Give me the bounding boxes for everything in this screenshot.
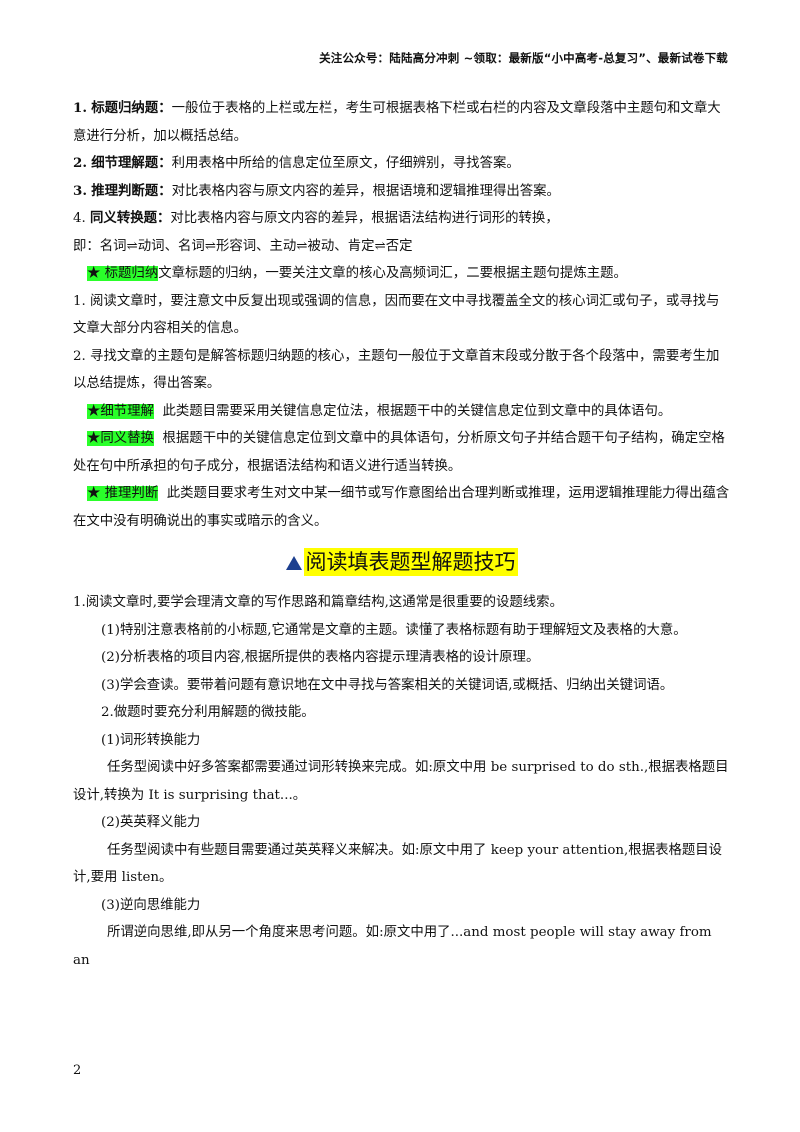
page-header: 关注公众号：陆陆高分冲刺 ~领取：最新版“小中高考-总复习”、最新试卷下载	[319, 51, 728, 65]
item-label: 标题归纳题：	[91, 100, 172, 116]
tip-paragraph: ★同义替换 根据题干中的关键信息定位到文章中的具体语句，分析原文句子并结合题干句…	[73, 431, 725, 474]
section-line: (1)词形转换能力	[101, 732, 201, 748]
section-line: 1.阅读文章时,要学会理清文章的写作思路和篇章结构,这通常是很重要的设题线索。	[73, 595, 563, 610]
document-body: 1. 标题归纳题：一般位于表格的上栏或左栏，考生可根据表格下栏或右栏的内容及文章…	[73, 95, 730, 974]
section-line: 任务型阅读中好多答案都需要通过词形转换来完成。如:原文中用 be surpris…	[73, 760, 729, 803]
tip-paragraph: ★细节理解 此类题目需要采用关键信息定位法，根据题干中的关键信息定位到文章中的具…	[87, 403, 672, 419]
list-item: 1. 标题归纳题：一般位于表格的上栏或左栏，考生可根据表格下栏或右栏的内容及文章…	[73, 100, 721, 144]
item-label: 推理判断题：	[91, 182, 172, 199]
section-heading: 阅读填表题型解题技巧	[73, 545, 730, 583]
section-line: (1)特别注意表格前的小标题,它通常是文章的主题。读懂了表格标题有助于理解短文及…	[101, 622, 687, 638]
section-line: 任务型阅读中有些题目需要通过英英释义来解决。如:原文中用了 keep your …	[73, 842, 723, 886]
triangle-icon	[285, 556, 302, 570]
page-number: 2	[73, 1063, 82, 1078]
item-label: 细节理解题：	[91, 155, 172, 171]
title-point: 2. 寻找文章的主题句是解答标题归纳题的核心，主题句一般位于文章首末段或分散于各…	[73, 348, 720, 392]
section-line: 所谓逆向思维,即从另一个角度来思考问题。如:原文中用了...and most p…	[73, 925, 712, 968]
tip-paragraph: ★ 推理判断 此类题目要求考生对文中某一细节或写作意图给出合理判断或推理，运用逻…	[73, 486, 730, 529]
item-label: 同义转换题：	[90, 210, 171, 226]
section-line: (2)英英释义能力	[101, 815, 201, 830]
list-item: 2. 细节理解题：利用表格中所给的信息定位至原文，仔细辨别，寻找答案。	[73, 155, 520, 171]
section-line: 2.做题时要充分利用解题的微技能。	[101, 705, 315, 720]
section-line: (3)逆向思维能力	[101, 897, 201, 913]
conversion-line: 即：名词⇌动词、名词⇌形容词、主动⇌被动、肯定⇌否定	[73, 238, 413, 254]
tip-paragraph: ★ 标题归纳文章标题的归纳，一要关注文章的核心及高频词汇，二要根据主题句提炼主题…	[87, 266, 627, 281]
list-item: 4. 同义转换题：对比表格内容与原文内容的差异，根据语法结构进行词形的转换，	[73, 210, 559, 226]
tip-tag: ★ 标题归纳	[87, 266, 159, 281]
tip-tag: ★ 推理判断	[87, 486, 159, 501]
section-title: 阅读填表题型解题技巧	[303, 548, 518, 576]
title-point: 1. 阅读文章时，要注意文中反复出现或强调的信息，因而要在文中寻找覆盖全文的核心…	[73, 293, 720, 337]
tip-tag: ★同义替换	[87, 431, 154, 446]
list-item: 3. 推理判断题：对比表格内容与原文内容的差异，根据语境和逻辑推理得出答案。	[73, 182, 560, 199]
section-line: (2)分析表格的项目内容,根据所提供的表格内容提示理清表格的设计原理。	[101, 650, 540, 665]
tip-tag: ★细节理解	[87, 403, 154, 419]
section-line: (3)学会查读。要带着问题有意识地在文中寻找与答案相关的关键词语,或概括、归纳出…	[101, 677, 674, 693]
